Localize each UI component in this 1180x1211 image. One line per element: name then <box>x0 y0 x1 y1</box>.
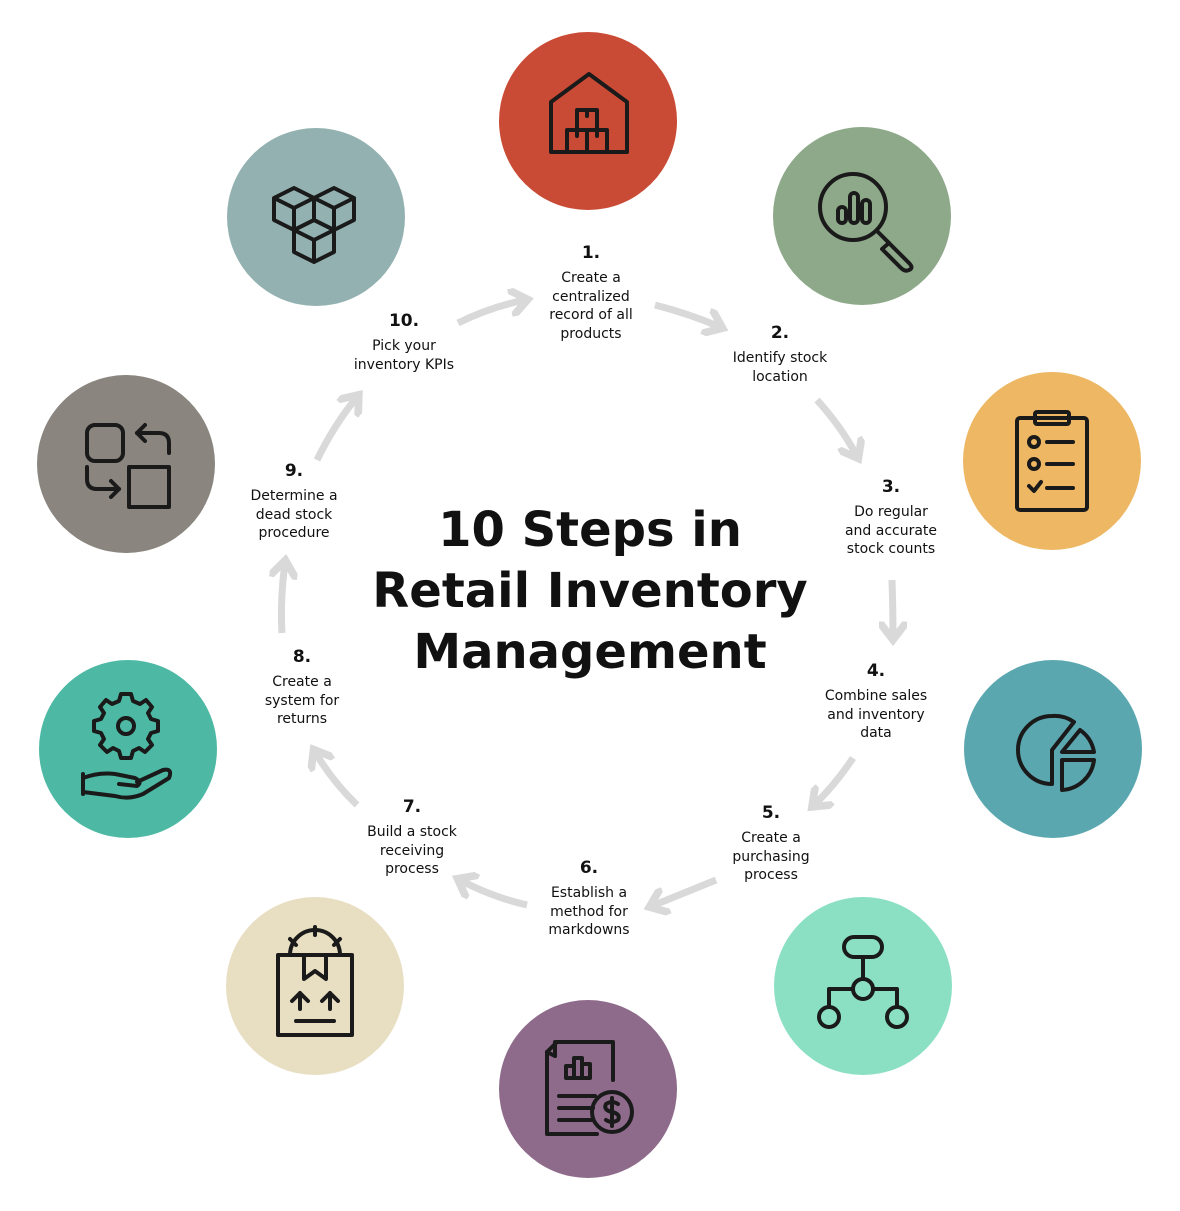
flowchart-icon <box>817 935 909 1029</box>
step-5-circle <box>774 897 952 1075</box>
step-1-circle <box>499 32 677 210</box>
arrow-4-to-5 <box>814 756 856 805</box>
cubes-icon <box>272 186 356 264</box>
arrow-7-to-8 <box>315 752 360 808</box>
step-4-label: 4. Combine sales and inventory data <box>791 661 961 743</box>
step-text: Build a stock receiving process <box>367 824 457 877</box>
magnifier-chart-icon <box>818 172 914 273</box>
step-3-circle <box>963 372 1141 550</box>
arrow-6-to-7 <box>460 880 528 909</box>
step-7-circle <box>226 897 404 1075</box>
step-8-circle <box>39 660 217 838</box>
step-10-label: 10. Pick your inventory KPIs <box>319 311 489 374</box>
hand-gear-icon <box>81 692 173 800</box>
step-text: Establish a method for markdowns <box>548 885 630 938</box>
step-9-label: 9. Determine a dead stock procedure <box>209 461 379 543</box>
warehouse-icon <box>549 72 629 154</box>
step-number: 9. <box>284 461 304 481</box>
step-7-label: 7. Build a stock receiving process <box>327 797 497 879</box>
step-1-label: 1. Create a centralized record of all pr… <box>506 243 676 343</box>
arrow-1-to-2 <box>654 301 720 327</box>
arrow-3-to-4 <box>892 579 893 637</box>
arrow-9-to-10 <box>313 397 357 462</box>
arrow-8-to-9 <box>281 563 285 634</box>
invoice-dollar-icon <box>545 1040 634 1136</box>
arrow-2-to-3 <box>814 397 857 456</box>
step-text: Create a centralized record of all produ… <box>549 270 633 342</box>
step-text: Determine a dead stock procedure <box>250 488 338 541</box>
arrow-5-to-6 <box>652 876 718 906</box>
step-6-label: 6. Establish a method for markdowns <box>504 858 674 940</box>
step-number: 4. <box>866 661 886 681</box>
step-text: Identify stock location <box>732 350 828 385</box>
step-2-label: 2. Identify stock location <box>695 323 865 386</box>
step-number: 3. <box>881 477 901 497</box>
step-number: 6. <box>579 858 599 878</box>
step-8-label: 8. Create a system for returns <box>217 647 387 729</box>
step-number: 8. <box>292 647 312 667</box>
step-text: Do regular and accurate stock counts <box>844 504 938 557</box>
step-9-circle <box>37 375 215 553</box>
step-3-label: 3. Do regular and accurate stock counts <box>806 477 976 559</box>
step-4-circle <box>964 660 1142 838</box>
step-number: 7. <box>402 797 422 817</box>
step-number: 10. <box>388 311 420 331</box>
title-line-2: Retail Inventory <box>372 563 808 619</box>
step-number: 5. <box>761 803 781 823</box>
step-text: Pick your inventory KPIs <box>353 338 455 373</box>
diagram-title: 10 Steps in Retail Inventory Management <box>340 500 840 683</box>
step-6-circle <box>499 1000 677 1178</box>
step-text: Create a purchasing process <box>732 830 810 883</box>
swap-shapes-icon <box>85 423 171 509</box>
step-text: Combine sales and inventory data <box>824 688 928 741</box>
title-line-3: Management <box>413 624 767 680</box>
arrow-10-to-1 <box>456 300 525 327</box>
clipboard-checklist-icon <box>1015 410 1089 512</box>
step-2-circle <box>773 127 951 305</box>
package-gear-icon <box>276 925 354 1037</box>
title-line-1: 10 Steps in <box>438 502 742 558</box>
step-10-circle <box>227 128 405 306</box>
step-text: Create a system for returns <box>264 674 340 727</box>
pie-chart-icon <box>1016 713 1096 792</box>
step-number: 1. <box>581 243 601 263</box>
step-5-label: 5. Create a purchasing process <box>686 803 856 885</box>
step-number: 2. <box>770 323 790 343</box>
